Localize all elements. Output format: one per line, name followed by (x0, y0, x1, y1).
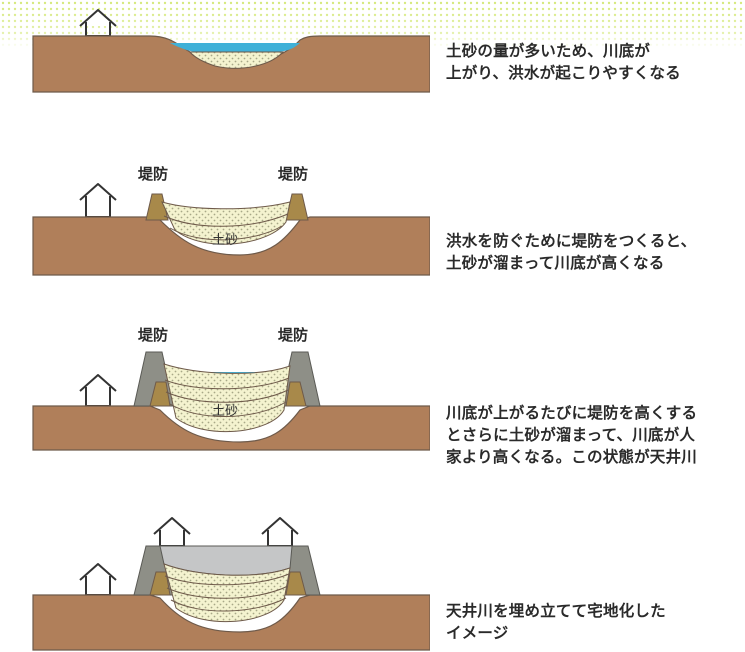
sediment-layer-line (166, 585, 289, 599)
caption-line: 洪水を防ぐために堤防をつくると、 (446, 232, 697, 250)
levee-label-left: 堤防 (138, 165, 169, 183)
sediment (188, 51, 285, 69)
sediment-layer-line (170, 597, 287, 612)
panel-2-diagram: 堤防 堤防 土砂 (0, 150, 430, 280)
house-icon (79, 563, 117, 596)
sediment-label: 土砂 (212, 233, 239, 248)
caption-line: 家より高くなる。この状態が天井川 (446, 448, 697, 466)
caption-line: 上がり、洪水が起こりやすくなる (446, 64, 681, 82)
sediment-layer-line (164, 377, 290, 390)
levee-label-left: 堤防 (138, 326, 169, 344)
house-icon (79, 183, 117, 218)
sediment-layer-line (163, 213, 289, 227)
sediment (161, 201, 291, 245)
levee-label-right: 堤防 (278, 326, 309, 344)
caption-panel-2: 洪水を防ぐために堤防をつくると、 土砂が溜まって川底が高くなる (446, 230, 741, 274)
caption-line: とさらに土砂が溜まって、川底が人 (446, 426, 696, 444)
ground (32, 405, 430, 451)
sediment-layer-line (169, 401, 287, 417)
house-icon (153, 517, 191, 547)
house-icon (261, 517, 299, 547)
levee-right-inner (285, 571, 307, 596)
caption-panel-4: 天井川を埋め立てて宅地化した イメージ (446, 600, 741, 644)
levee-left-inner (149, 381, 171, 407)
levee-label-right: 堤防 (278, 165, 309, 183)
panel-3-diagram: 堤防 堤防 土砂 (0, 322, 430, 452)
panel-4-diagram (0, 510, 430, 652)
caption-line: 土砂の量が多いため、川底が (446, 42, 651, 60)
house-icon (79, 374, 117, 407)
levee-left (145, 193, 169, 221)
caption-line: 天井川を埋め立てて宅地化した (446, 602, 666, 620)
house-icon (79, 9, 117, 37)
caption-line: イメージ (446, 624, 509, 642)
caption-line: 川底が上がるたびに堤防を高くする (446, 404, 698, 422)
ground (32, 594, 430, 651)
sediment-layer-line (165, 389, 289, 403)
sediment-label: 土砂 (212, 404, 239, 419)
panel-1-diagram (0, 0, 430, 100)
river-water (170, 43, 300, 52)
sediment-layer-line (169, 225, 283, 241)
levee-right-inner (285, 381, 307, 407)
caption-line: 土砂が溜まって川底が高くなる (446, 254, 665, 272)
sediment (163, 363, 291, 433)
caption-panel-3: 川底が上がるたびに堤防を高くする とさらに土砂が溜まって、川底が人 家より高くな… (446, 402, 741, 468)
sediment-layer-line (164, 573, 290, 586)
caption-panel-1: 土砂の量が多いため、川底が 上がり、洪水が起こりやすくなる (446, 40, 741, 84)
